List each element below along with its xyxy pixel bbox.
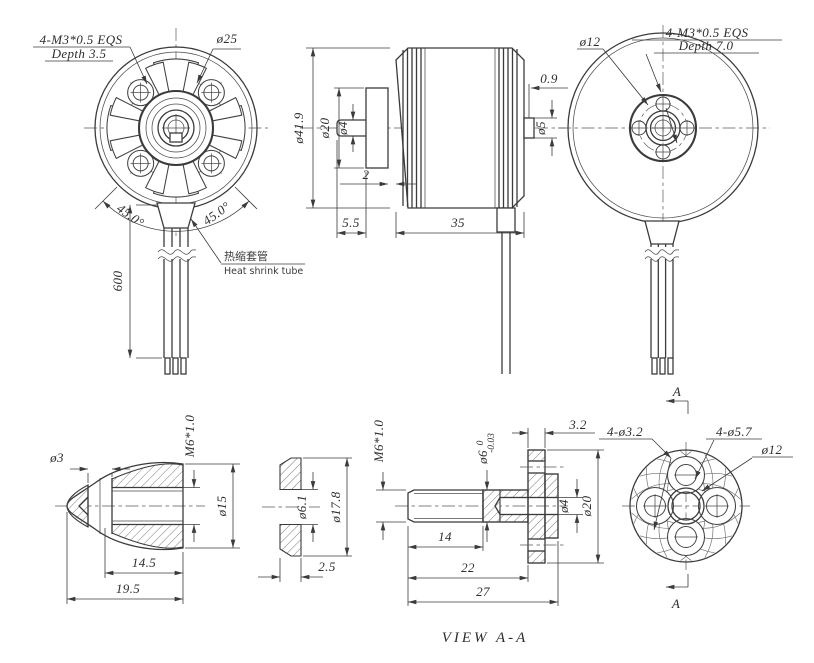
- section-center-dia-label: ø12: [761, 442, 783, 457]
- washer-thickness-label: 2.5: [318, 559, 336, 574]
- shaft-dia-nominal: ø6: [475, 450, 490, 465]
- wire-tip: [172, 357, 179, 375]
- rear-thread-note-line2: Depth 7.0: [678, 38, 734, 53]
- shaft-tol-upper: 0: [476, 440, 486, 445]
- shaft-dimensions: M6*1.0 ø6 0 -0.03 3.2 ø4: [371, 417, 604, 606]
- prop-nut-view: ø3 M6*1.0 ø15 14.5 19.5: [49, 415, 240, 604]
- shaft-bore-dia-label: ø4: [556, 499, 571, 514]
- side-outer-dia-label: ø41.9: [291, 112, 306, 144]
- rear-view: ø12 4-M3*0.5 EQS Depth 7.0 A: [558, 25, 782, 414]
- side-shaft-dia-label: ø4: [335, 121, 350, 136]
- spoke-cutouts: [106, 58, 246, 198]
- shaft-thread-len-label: 14: [438, 529, 452, 544]
- rear-wires: [644, 220, 680, 375]
- side-view: ø41.9 ø20 ø4 2 5.5 35 0.9: [291, 47, 568, 374]
- section-view: 4-ø3.2 4-ø5.7 ø12 A: [599, 424, 793, 611]
- nut-outer-dia-label: ø15: [214, 496, 229, 518]
- shaft-shank-len-label: 22: [461, 560, 475, 575]
- rear-center-bore: [645, 110, 681, 146]
- section-labels: 4-ø3.2 4-ø5.7 ø12: [599, 424, 793, 531]
- shaft-tol-lower: -0.03: [487, 433, 497, 453]
- washer-dimensions: ø6.1 ø17.8 2.5: [258, 457, 352, 582]
- section-holes-large-label: 4-ø5.7: [716, 424, 752, 439]
- shaft-total-len-label: 27: [476, 584, 490, 599]
- heat-shrink-label-en: Heat shrink tube: [224, 266, 303, 277]
- section-holes: [635, 455, 737, 557]
- prop-nut-outline: [66, 461, 184, 551]
- nut-length-label: 19.5: [116, 581, 140, 596]
- lead-length-label: 600: [110, 271, 125, 292]
- front-wires: [156, 202, 197, 375]
- nut-bore-depth-label: 14.5: [132, 555, 156, 570]
- front-thread-note-line2: Depth 3.5: [51, 46, 107, 61]
- shaft-dia-tolerance: ø6 0 -0.03: [475, 433, 497, 465]
- section-mark-bottom-label: A: [671, 596, 680, 611]
- rear-thread-note-line1: 4-M3*0.5 EQS: [666, 25, 749, 40]
- wire-tip: [164, 357, 171, 375]
- section-mark-bottom: A: [666, 574, 689, 611]
- shaft-thread-label: M6*1.0: [371, 420, 386, 464]
- nut-tip-dia-label: ø3: [49, 450, 64, 465]
- shaft-flange-dia-label: ø20: [579, 496, 594, 518]
- view-title: VIEW A-A: [442, 630, 529, 646]
- shaft-outline: [407, 449, 566, 564]
- section-mark-top: A: [666, 384, 689, 414]
- washer-bottom-section: [279, 523, 302, 557]
- heat-shrink-label-cn: 热缩套管: [224, 249, 268, 263]
- side-mount-dia-label: ø20: [317, 118, 332, 140]
- section-center-bore: [667, 487, 705, 525]
- side-boss-dia-label: ø5: [533, 121, 548, 136]
- prop-nut-dimensions: ø3 M6*1.0 ø15 14.5 19.5: [49, 415, 240, 604]
- side-body-len-label: 35: [450, 215, 465, 230]
- wire-tip: [667, 357, 674, 375]
- angle-right-label: 45.0°: [200, 198, 233, 228]
- side-bell-fins: [402, 48, 518, 208]
- prop-nut-bore: [78, 478, 183, 534]
- shaft-flange-thk-label: 3.2: [568, 417, 587, 432]
- shaft-view: M6*1.0 ø6 0 -0.03 3.2 ø4: [371, 417, 604, 606]
- side-mount-flange: [365, 87, 389, 169]
- washer-view: ø6.1 ø17.8 2.5: [258, 457, 352, 582]
- section-holes-small-label: 4-ø3.2: [607, 424, 643, 439]
- rear-screw-holes: [631, 96, 695, 160]
- front-thread-note-line1: 4-M3*0.5 EQS: [40, 32, 123, 47]
- wire-tip: [180, 357, 187, 375]
- wire-tip: [659, 357, 666, 375]
- front-view: 4-M3*0.5 EQS Depth 3.5 ø25 45.0° 45.0° 6…: [33, 28, 305, 375]
- bolt-circle-dia-label: ø25: [216, 31, 238, 46]
- side-dimensions: ø41.9 ø20 ø4 2 5.5 35 0.9: [291, 47, 568, 238]
- washer-outer-dia-label: ø17.8: [328, 491, 343, 523]
- washer-top-section: [279, 457, 302, 491]
- washer-bore-dia-label: ø6.1: [294, 495, 309, 520]
- nut-thread-label: M6*1.0: [182, 415, 197, 459]
- side-boss-offset-label: 0.9: [540, 71, 558, 86]
- wire-tip: [651, 357, 658, 375]
- side-shaft-ext-label: 5.5: [342, 215, 360, 230]
- section-mark-top-label: A: [672, 384, 681, 399]
- front-hub: [137, 89, 215, 167]
- rear-center-dia-label: ø12: [579, 34, 601, 49]
- rear-dimensions: ø12 4-M3*0.5 EQS Depth 7.0: [577, 25, 782, 144]
